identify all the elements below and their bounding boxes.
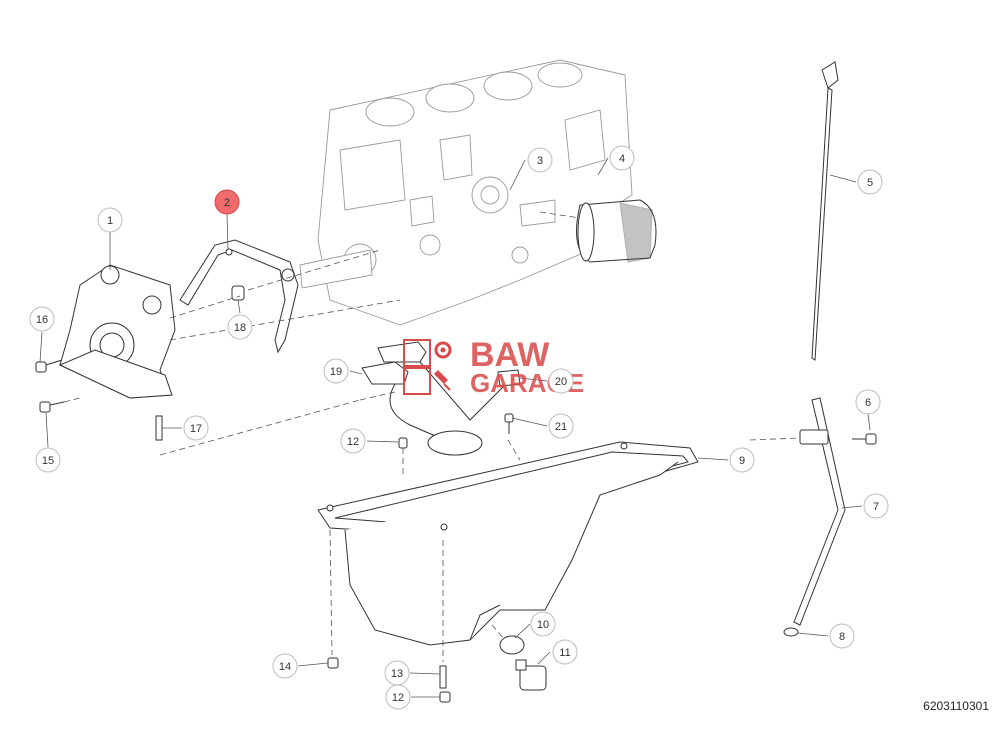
svg-text:21: 21 <box>555 421 567 433</box>
oil-filter <box>576 199 657 263</box>
svg-text:12: 12 <box>392 692 404 704</box>
callout-17[interactable]: 17 <box>183 415 209 441</box>
svg-text:1: 1 <box>107 215 113 227</box>
drain-plug-washer <box>499 635 525 655</box>
leader-lines <box>39 157 871 698</box>
tube-seal <box>783 627 799 637</box>
bolt-21 <box>504 413 514 434</box>
stud-13 <box>439 665 447 689</box>
svg-text:5: 5 <box>867 177 873 189</box>
svg-text:14: 14 <box>279 661 291 673</box>
callout-12-upper[interactable]: 12 <box>340 428 366 454</box>
bolt-12-lower <box>439 691 451 703</box>
callout-13[interactable]: 13 <box>384 660 410 686</box>
svg-text:12: 12 <box>347 436 359 448</box>
svg-text:20: 20 <box>555 376 567 388</box>
callout-1[interactable]: 1 <box>97 207 123 233</box>
callout-7[interactable]: 7 <box>863 493 889 519</box>
gear-icon <box>403 339 452 367</box>
svg-text:11: 11 <box>559 647 570 659</box>
dowel-pin <box>231 285 245 301</box>
svg-text:9: 9 <box>739 455 745 467</box>
callout-18[interactable]: 18 <box>227 314 253 340</box>
svg-text:15: 15 <box>42 455 54 467</box>
callout-4[interactable]: 4 <box>609 145 635 171</box>
drain-plug <box>515 659 547 691</box>
callout-9[interactable]: 9 <box>729 447 755 473</box>
callout-19[interactable]: 19 <box>323 358 349 384</box>
svg-text:7: 7 <box>873 501 879 513</box>
assembly-lines <box>63 211 801 662</box>
svg-text:19: 19 <box>330 366 342 378</box>
callout-6[interactable]: 6 <box>855 389 881 415</box>
oil-pickup-tube <box>361 341 521 456</box>
svg-text:13: 13 <box>391 668 403 680</box>
engine-block <box>299 59 633 326</box>
stud-17 <box>155 415 163 441</box>
cover-gasket <box>179 239 299 354</box>
callout-2[interactable]: 2 <box>214 189 240 215</box>
svg-text:3: 3 <box>537 155 543 167</box>
callout-20[interactable]: 20 <box>548 368 574 394</box>
callout-8[interactable]: 8 <box>829 623 855 649</box>
watermark-line-1: BAW <box>470 336 550 374</box>
callout-15[interactable]: 15 <box>35 447 61 473</box>
callout-10[interactable]: 10 <box>530 611 556 637</box>
dipstick <box>811 61 839 361</box>
oil-pump-housing <box>58 264 176 399</box>
callout-21[interactable]: 21 <box>548 413 574 439</box>
svg-text:17: 17 <box>190 423 202 435</box>
svg-text:16: 16 <box>36 314 48 326</box>
svg-text:8: 8 <box>839 631 845 643</box>
svg-text:10: 10 <box>537 619 549 631</box>
bolt-12-upper <box>398 437 408 449</box>
spark-plug-icon <box>403 367 451 395</box>
svg-text:6: 6 <box>865 397 871 409</box>
callouts: 1 2 3 4 5 6 7 8 9 10 11 12 12 13 14 15 1… <box>29 145 889 710</box>
dipstick-tube <box>793 397 846 626</box>
callout-16[interactable]: 16 <box>29 306 55 332</box>
document-number: 6203110301 <box>923 699 989 713</box>
callout-11[interactable]: 11 <box>552 639 578 665</box>
oil-pan <box>317 441 699 646</box>
bolt-14 <box>327 657 339 669</box>
callout-12-lower[interactable]: 12 <box>385 684 411 710</box>
svg-text:4: 4 <box>619 153 625 165</box>
callout-5[interactable]: 5 <box>857 169 883 195</box>
callout-3[interactable]: 3 <box>527 147 553 173</box>
bolt-15 <box>39 401 65 413</box>
bolt-6 <box>852 433 877 445</box>
svg-text:18: 18 <box>234 322 246 334</box>
callout-14[interactable]: 14 <box>272 653 298 679</box>
svg-text:2: 2 <box>224 197 230 209</box>
bolt-16 <box>35 359 63 373</box>
